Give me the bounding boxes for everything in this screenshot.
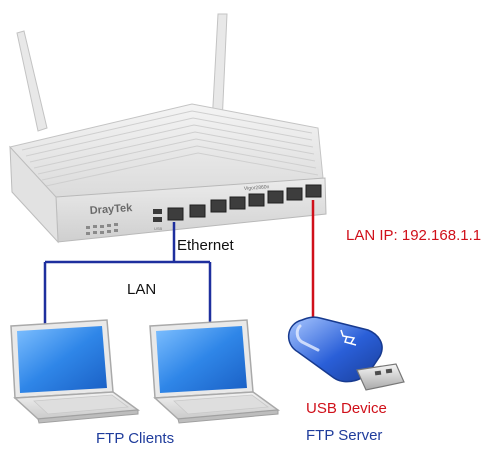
router-ethernet-ports xyxy=(167,184,322,221)
lan-label: LAN xyxy=(127,281,157,298)
usb-drive-icon xyxy=(288,316,405,391)
router-vents xyxy=(21,110,319,187)
ethernet-label: Ethernet xyxy=(177,237,234,254)
ftp-server-label: FTP Server xyxy=(306,427,383,444)
router-side xyxy=(9,145,59,244)
lan-ip-label: LAN IP: 192.168.1.1 xyxy=(346,227,482,244)
router-brand: DrayTek xyxy=(89,202,133,217)
router-usb-mark: USB xyxy=(154,226,163,231)
router-usb-port-2 xyxy=(153,217,162,222)
antenna-left xyxy=(16,30,48,132)
laptop-icon xyxy=(149,319,281,424)
usb-drive-connector xyxy=(356,363,405,391)
router-icon: DrayTek Vigor2860n USB xyxy=(9,13,327,244)
router-leds xyxy=(86,223,118,235)
usb-drive-body xyxy=(288,316,383,383)
usb-device-label: USB Device xyxy=(306,400,387,417)
laptop-right-keyboard xyxy=(173,394,270,415)
laptop-icon xyxy=(10,319,141,424)
laptop-left-keyboard xyxy=(33,394,130,415)
antenna-right xyxy=(211,13,228,125)
ftp-clients-label: FTP Clients xyxy=(96,430,175,447)
router-model: Vigor2860n xyxy=(244,184,270,192)
laptop-left-screen xyxy=(17,326,107,393)
usb-symbol xyxy=(340,329,357,346)
lan-wires xyxy=(43,222,212,330)
router-usb-port-1 xyxy=(153,209,162,214)
laptop-right-screen xyxy=(156,326,247,393)
